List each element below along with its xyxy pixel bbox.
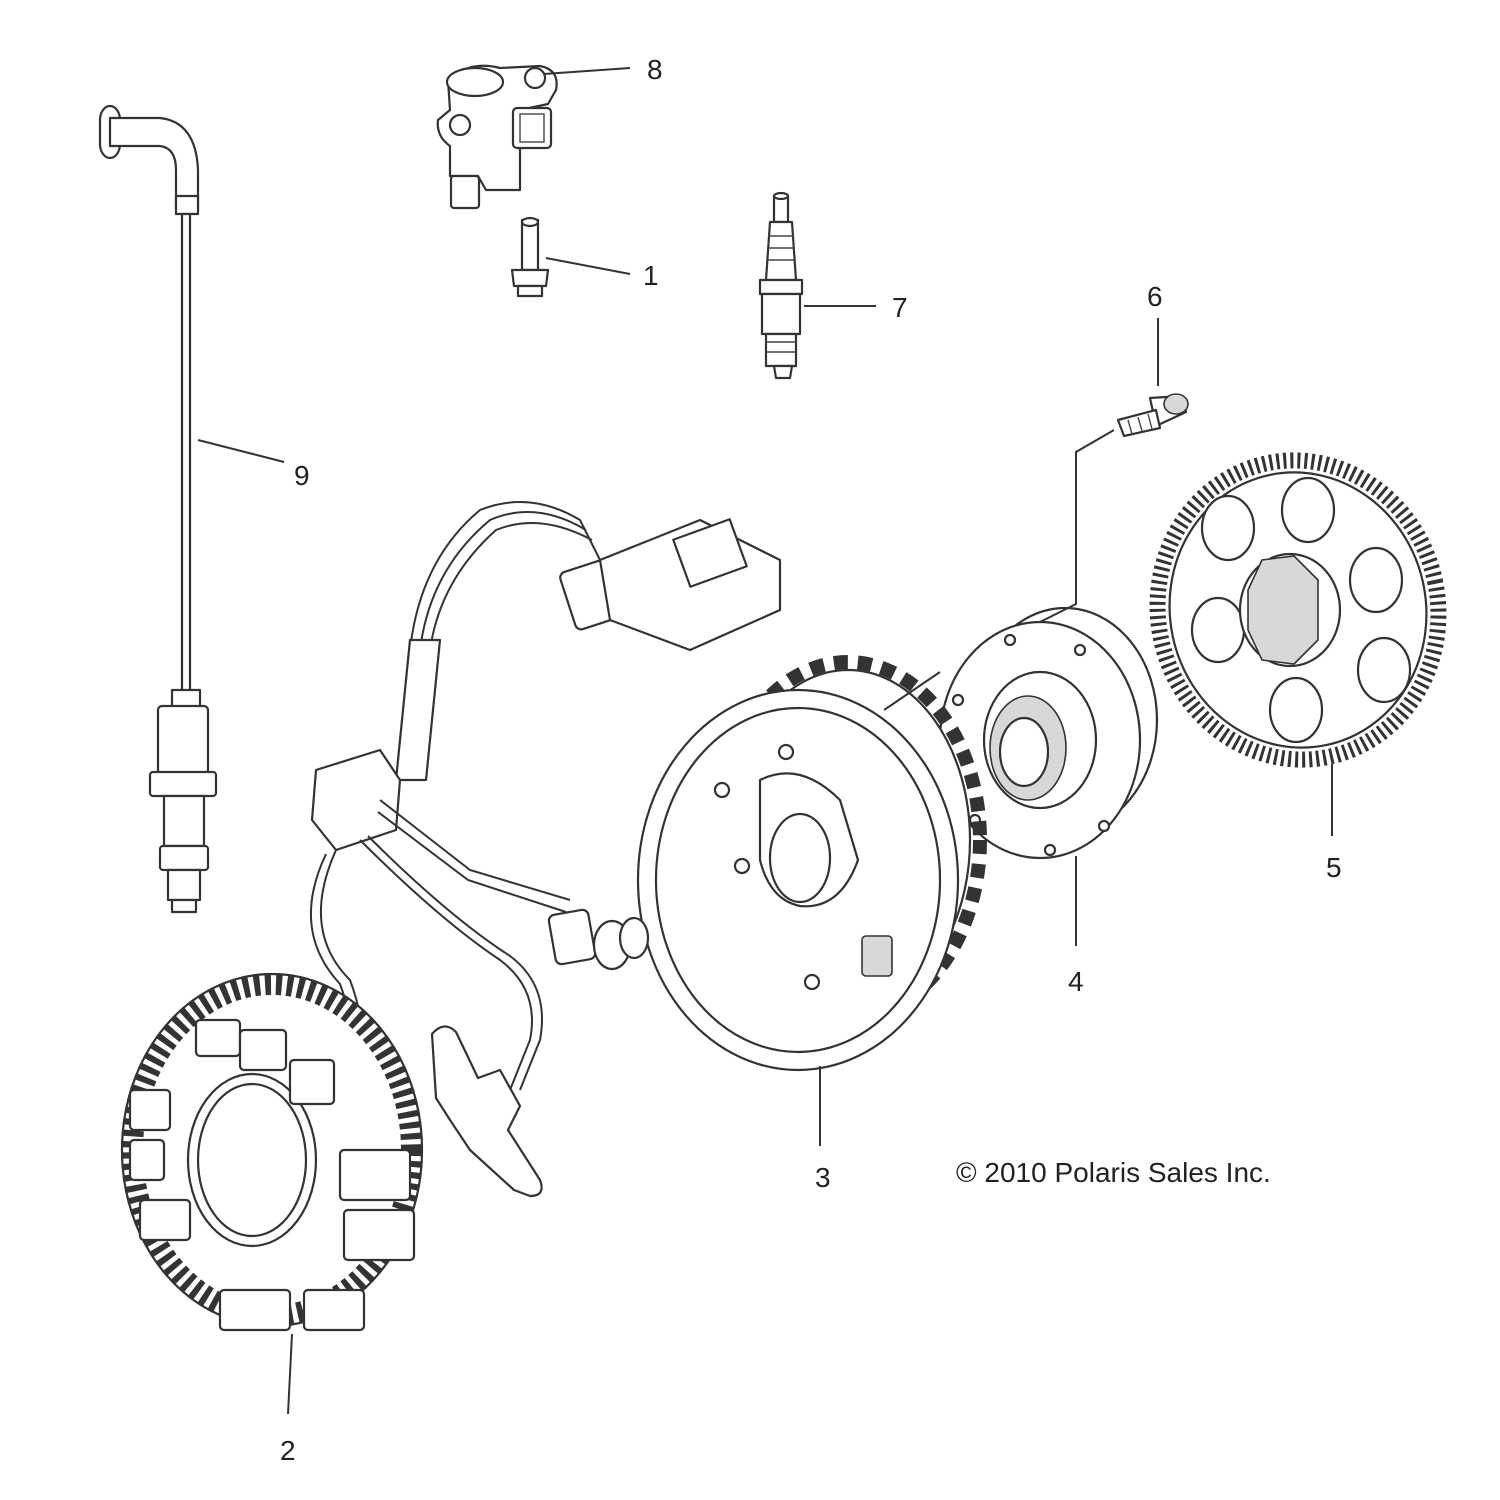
part-4-starter-clutch [938, 606, 1159, 860]
callout-1: 1 [643, 260, 659, 291]
part-6-screw [1116, 393, 1189, 438]
part-8-ignition-coil [436, 64, 558, 210]
part-1-bolt [510, 216, 550, 298]
part-7-spark-plug [758, 191, 804, 380]
part-2-stator [120, 972, 424, 1332]
part-9-plug-wire [98, 104, 218, 914]
copyright-notice: © 2010 Polaris Sales Inc. [956, 1157, 1271, 1188]
wiring-harness [255, 501, 782, 1198]
callout-8: 8 [647, 54, 663, 85]
callout-9: 9 [294, 460, 310, 491]
callout-4: 4 [1068, 966, 1084, 997]
callout-3: 3 [815, 1162, 831, 1193]
callout-2: 2 [280, 1435, 296, 1466]
part-3-flywheel [636, 655, 987, 1072]
part-5-starter-gear [1149, 452, 1447, 768]
callout-5: 5 [1326, 852, 1342, 883]
leader-lines [197, 67, 1333, 1415]
callout-6: 6 [1147, 281, 1163, 312]
callout-7: 7 [892, 292, 908, 323]
